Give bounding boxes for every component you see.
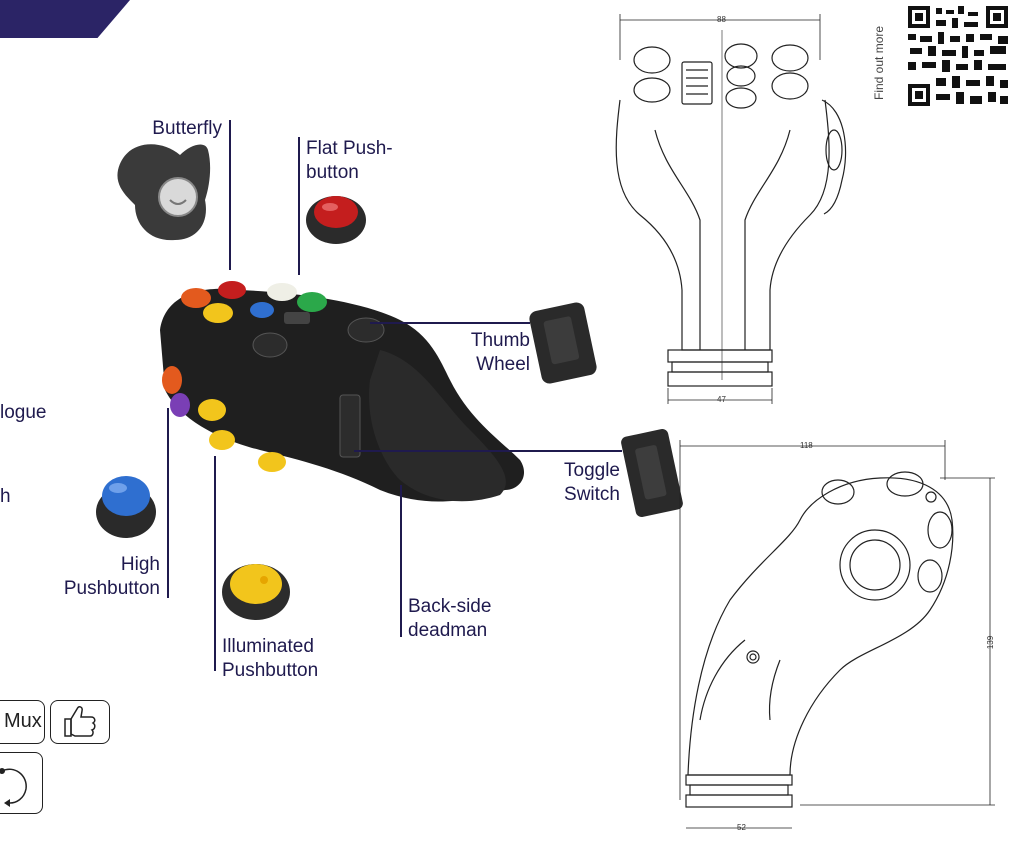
thumb-wheel-label-line1: Thumb (470, 330, 530, 351)
high-pushbutton-photo (96, 476, 156, 538)
side-dim-top: 118 (800, 441, 813, 450)
side-dim-right: 139 (986, 635, 996, 650)
toggle-switch-photo (621, 429, 683, 517)
mux-label: Mux (4, 710, 42, 732)
illuminated-pushbutton-photo (222, 564, 290, 620)
illuminated-pushbutton-label-line1: Illuminated (222, 636, 314, 657)
thumb-wheel-callout-line (370, 322, 530, 324)
illuminated-pushbutton-label-line2: Pushbutton (222, 660, 319, 681)
high-pushbutton-label-line1: High (120, 554, 160, 575)
backside-callout-line (400, 485, 402, 637)
toggle-callout-line (354, 450, 622, 452)
cut-h-text: h (0, 486, 11, 507)
front-view-drawing (615, 14, 847, 404)
flat-pushbutton-label-line1: Flat Push- (306, 138, 393, 159)
flat-push-callout-line (298, 137, 300, 275)
butterfly-button-photo (117, 144, 211, 241)
side-view-drawing (679, 440, 995, 829)
flat-pushbutton-label-line2: button (306, 162, 359, 183)
mux-icon-box: Mux (0, 700, 45, 744)
side-dim-bottom: 52 (737, 823, 746, 832)
backside-deadman-label-line2: deadman (408, 620, 488, 641)
illuminated-callout-line (214, 456, 216, 671)
toggle-switch-label-line1: Toggle (564, 460, 620, 481)
front-dim-top: 88 (717, 15, 726, 24)
qr-code (904, 4, 1010, 108)
cut-analogue-text: logue (0, 402, 47, 423)
thumb-wheel-label-line2: Wheel (476, 354, 530, 375)
high-pushbutton-label-line2: Pushbutton (63, 578, 160, 599)
flat-pushbutton-photo (306, 196, 366, 244)
thumb-wheel-photo (529, 302, 597, 384)
thumb-up-icon (50, 700, 110, 744)
butterfly-label: Butterfly (152, 118, 222, 139)
butterfly-callout-line (229, 120, 231, 270)
front-dim-bottom: 47 (717, 395, 726, 404)
high-pushbutton-callout-line (167, 408, 169, 598)
backside-deadman-label-line1: Back-side (408, 596, 492, 617)
joystick-photo (160, 281, 525, 502)
qr-caption: Find out more (872, 25, 886, 100)
toggle-switch-label-line2: Switch (564, 484, 620, 505)
rotate-icon (0, 752, 43, 814)
